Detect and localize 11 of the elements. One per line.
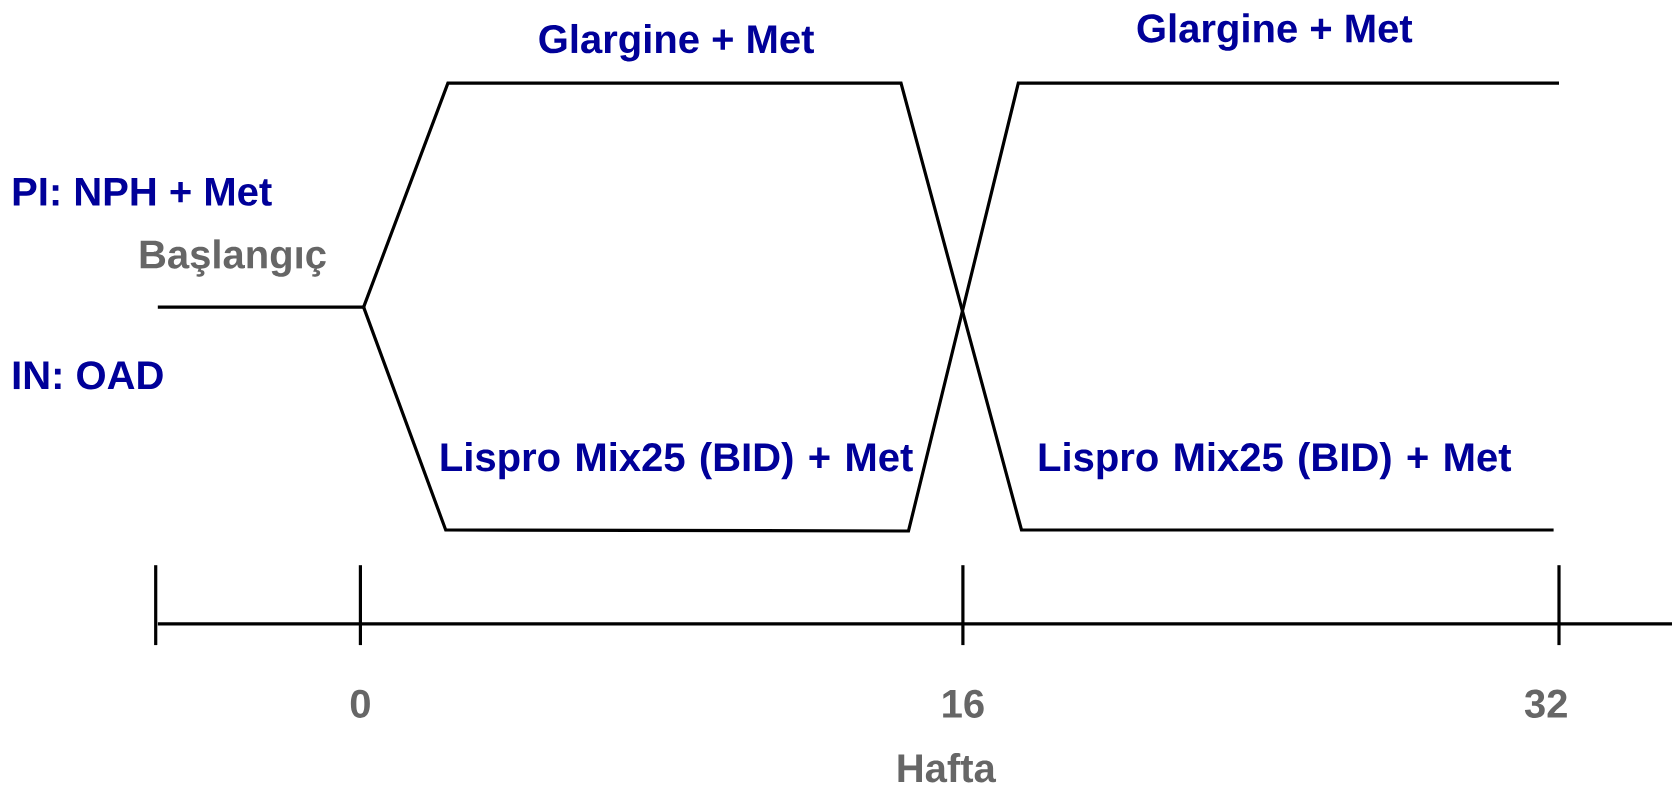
axis-title: Hafta — [898, 753, 997, 783]
group-label: IN: OAD — [13, 361, 163, 390]
arm-label: Glargine + Met — [1137, 13, 1413, 51]
arm-label: Lispro Mix25 (BID) + Met — [1039, 442, 1512, 480]
tick-label: 32 — [1524, 689, 1567, 718]
tick-label: 0 — [350, 689, 370, 718]
start-label: Başlangıç — [140, 239, 326, 277]
tick-label: 16 — [943, 689, 984, 718]
group-label: PI: NPH + Met — [13, 177, 272, 206]
arm-label: Lispro Mix25 (BID) + Met — [441, 442, 913, 480]
arm-label: Glargine + Met — [539, 23, 814, 62]
